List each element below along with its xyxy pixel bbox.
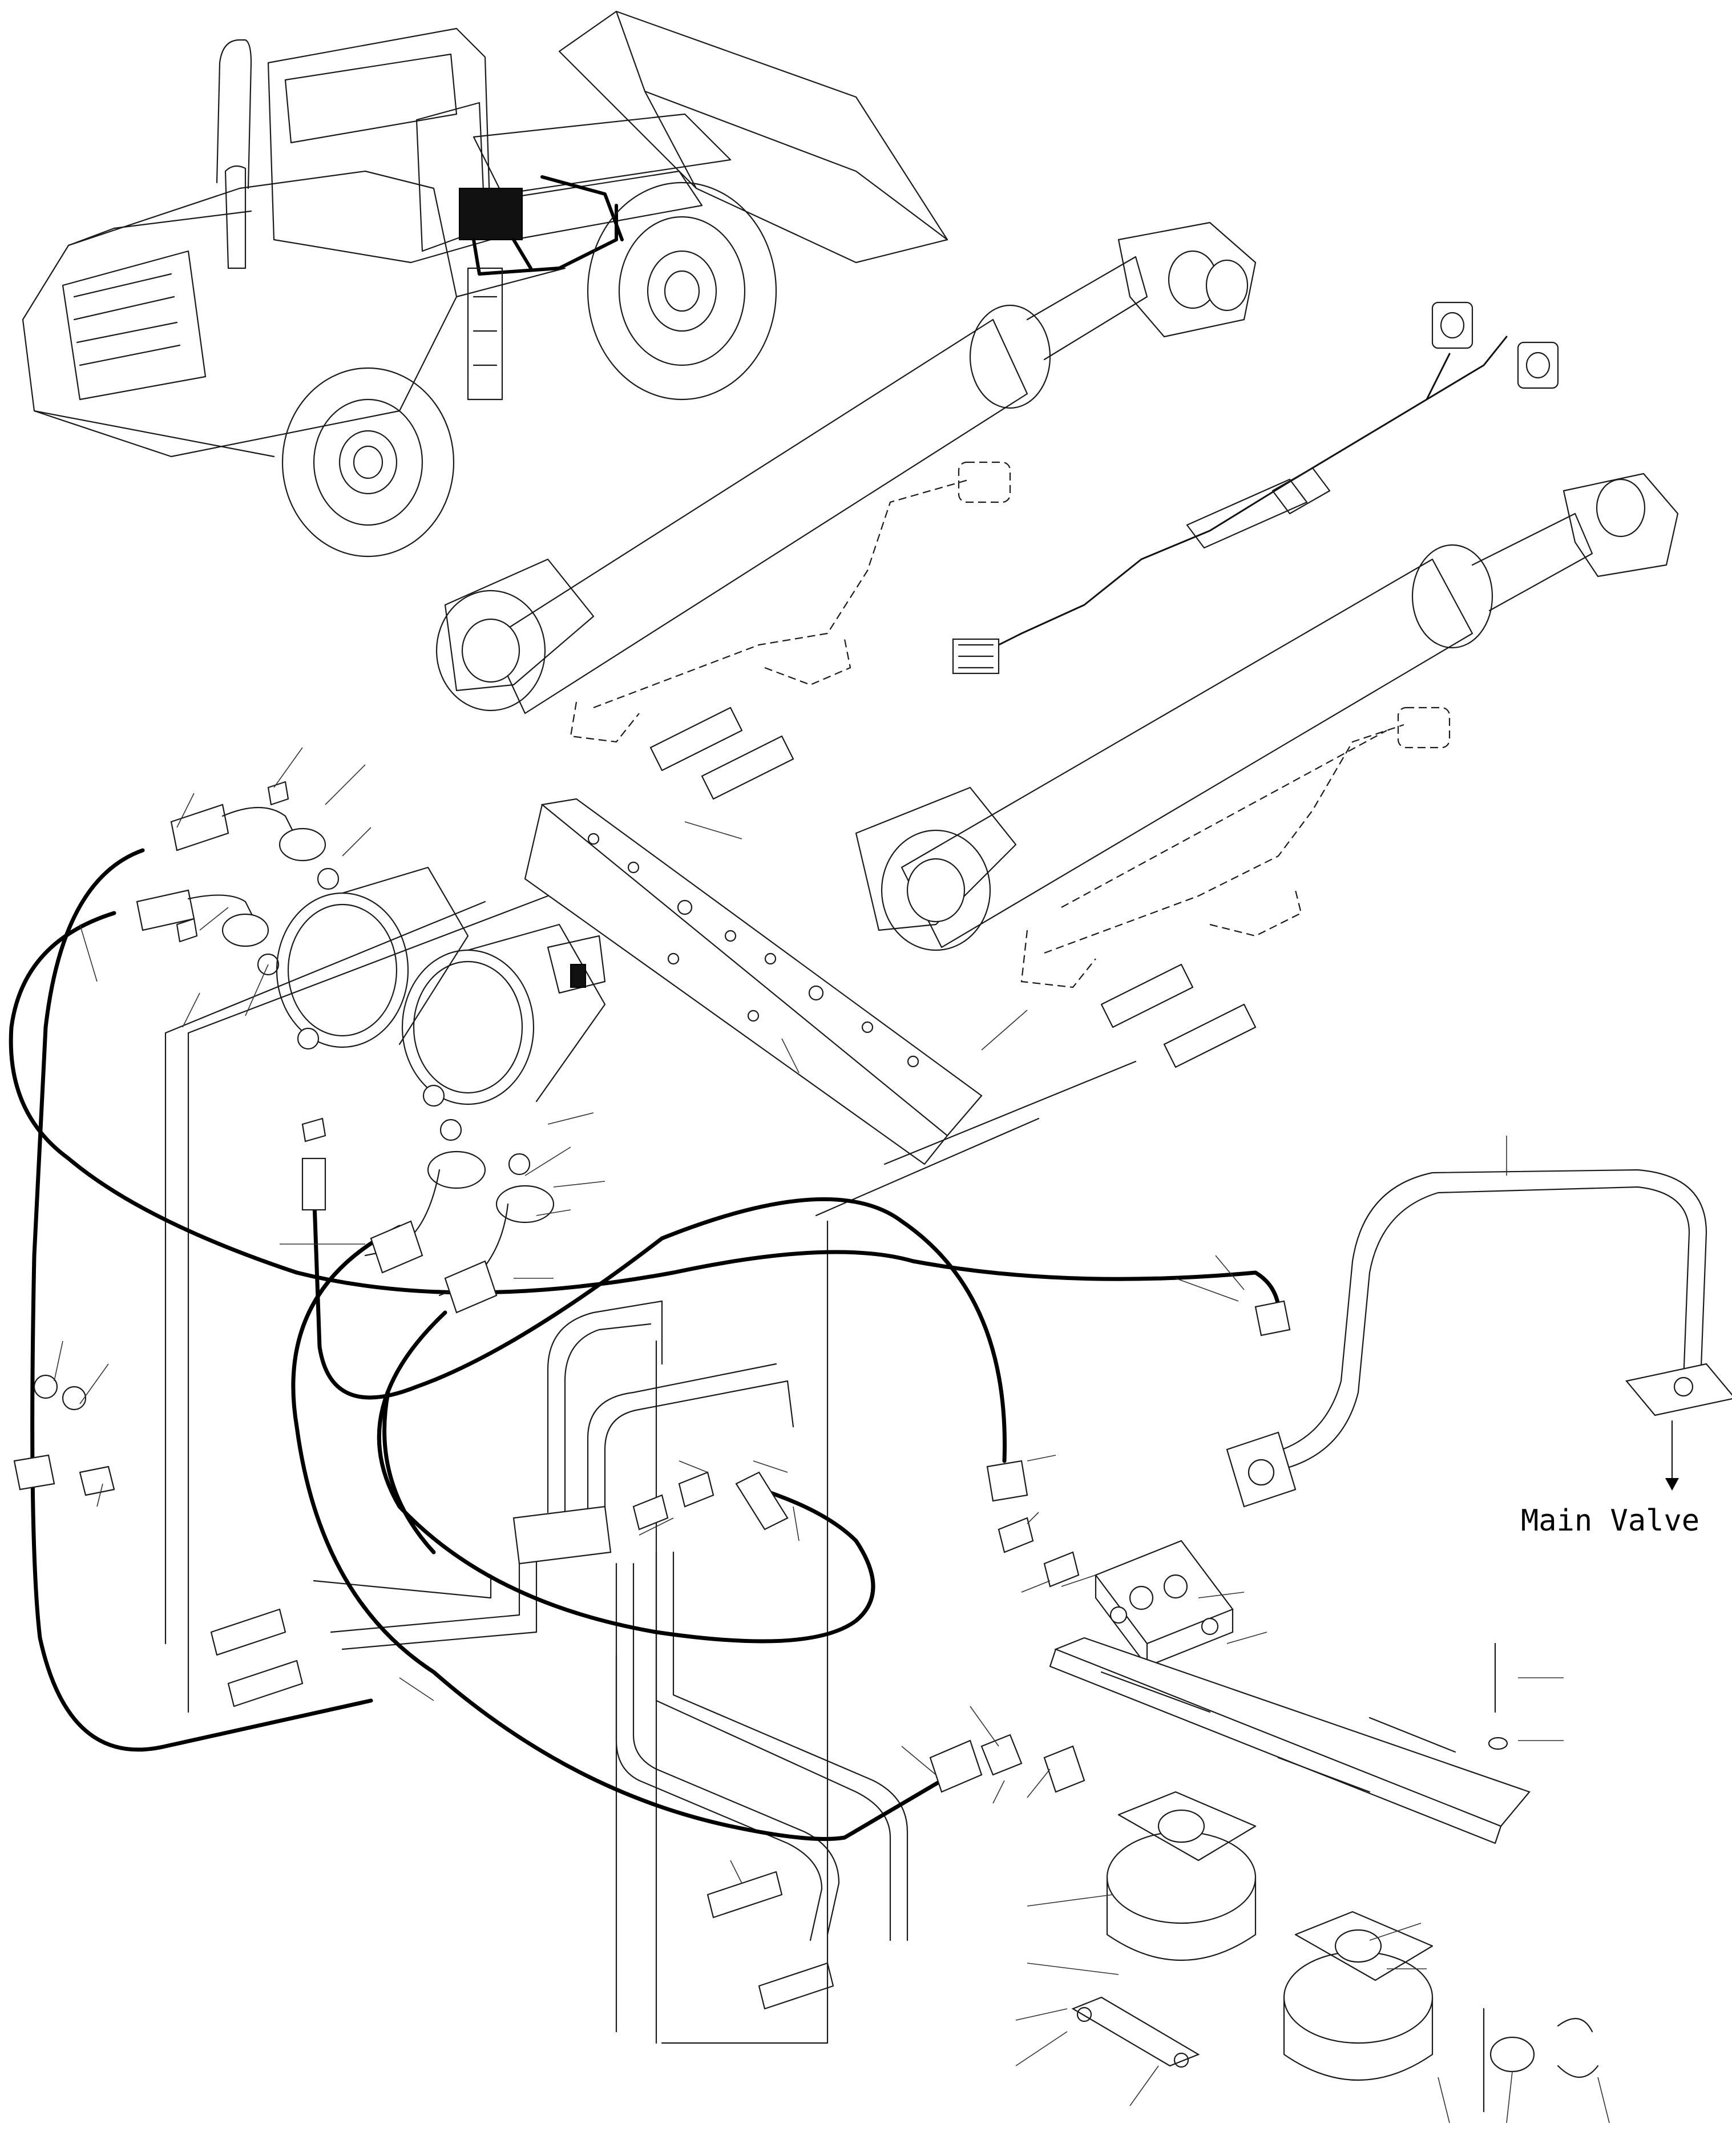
brake-valve-units: [1106, 1791, 1434, 2081]
phantom-tube-lines: [570, 461, 1451, 988]
down-arrow-icon: [1665, 1478, 1679, 1491]
part-reference-leaders: [54, 747, 1610, 2123]
main-valve-supply-tube: [1226, 1169, 1732, 1508]
upper-lift-cylinder: [435, 221, 1257, 714]
wheel-loader-illustration: [22, 10, 948, 558]
mounting-plate-lower: [1049, 1637, 1531, 1844]
sensor-wiring-harness: [952, 301, 1559, 675]
construction-lines: [164, 895, 1137, 2044]
flexible-hoses: [9, 848, 1282, 1841]
flange-parts: [1071, 1642, 1599, 2113]
mounting-bracket-plate: [524, 798, 983, 1165]
front-wheel: [587, 181, 777, 401]
main-valve-callout: Main Valve: [1521, 1420, 1699, 1538]
lower-lift-cylinder: [855, 473, 1679, 951]
highlighted-valve-block: [459, 188, 523, 240]
hose-clamp-left: [13, 1374, 115, 1496]
rigid-tubes: [313, 1300, 909, 1941]
hose-protection-sleeves: [210, 706, 1257, 2010]
valve-manifold-block: [1095, 1540, 1234, 1668]
elbow-fittings: [632, 1300, 1291, 1793]
hose-fittings-upper: [136, 781, 340, 976]
rear-wheel: [281, 367, 455, 558]
accumulator-pair: [276, 866, 606, 1107]
hose-fittings-centre: [301, 1117, 555, 1314]
main-valve-label: Main Valve: [1521, 1504, 1699, 1538]
